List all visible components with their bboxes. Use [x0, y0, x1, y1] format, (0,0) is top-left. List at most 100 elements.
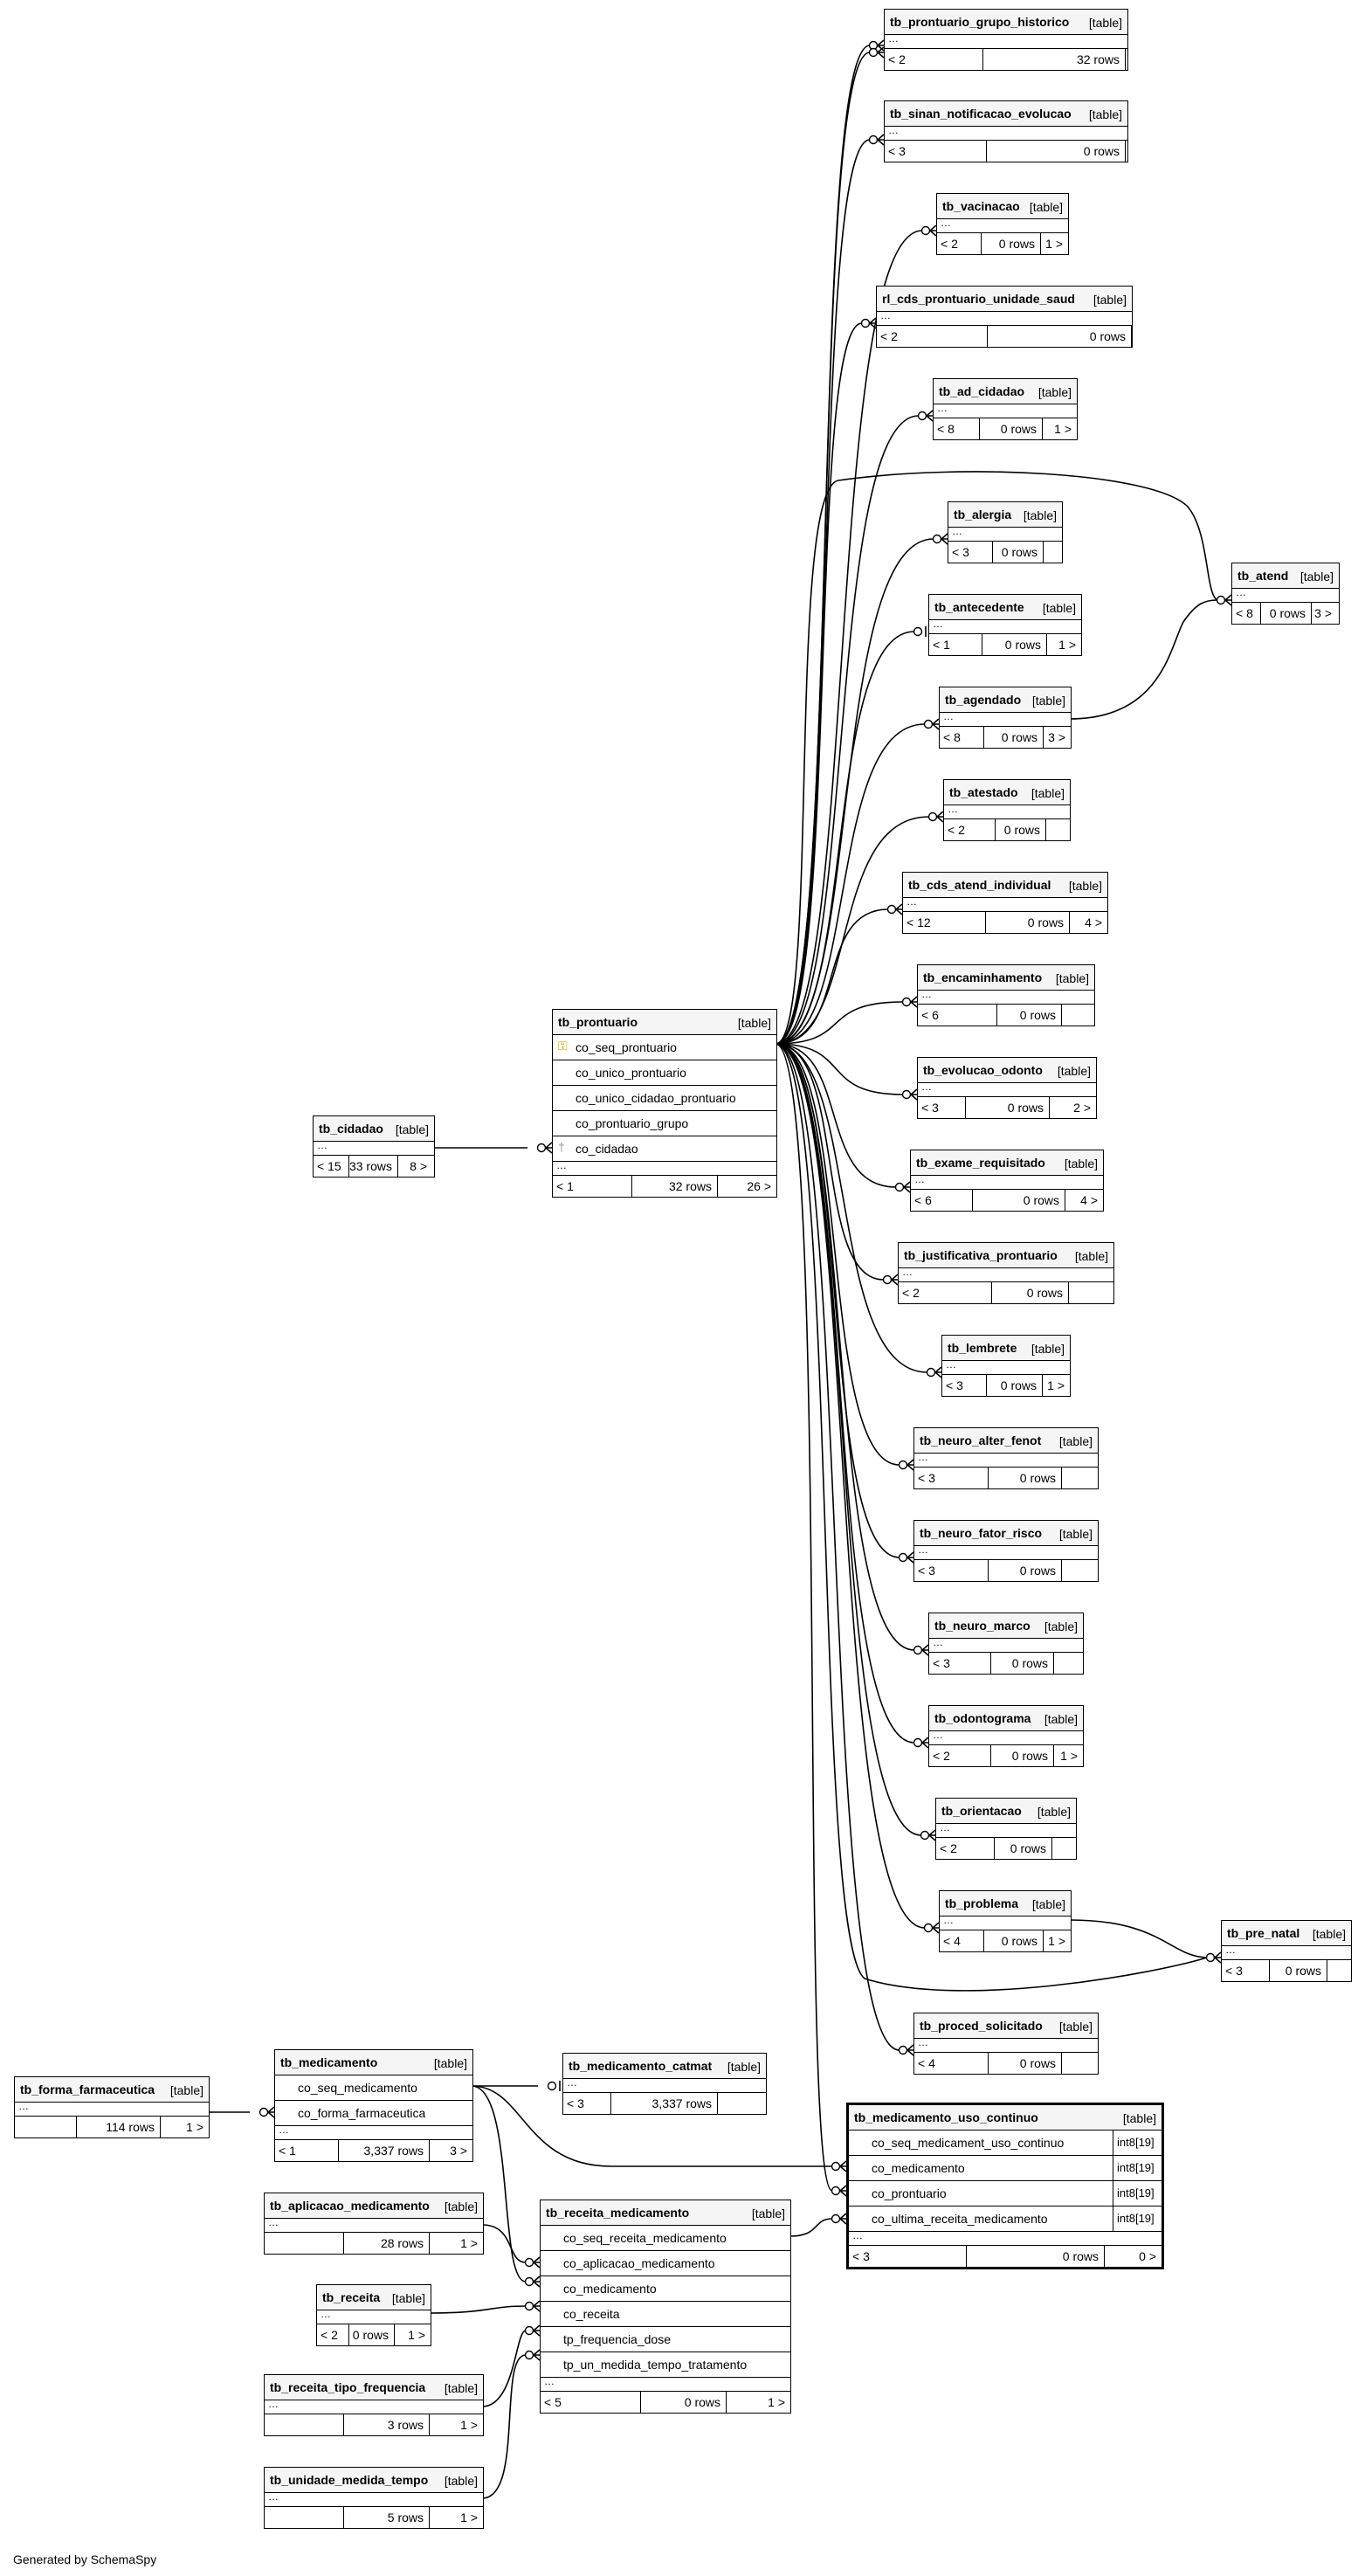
edge-receita-receita-med-crowfoot [533, 2300, 541, 2312]
table-tb_sinan_notificacao_evolucao[interactable]: tb_sinan_notificacao_evolucao[table]…< 3… [884, 100, 1128, 162]
column-row[interactable]: tp_un_medida_tempo_tratamento [541, 2352, 790, 2378]
row-count: 33 rows [348, 1159, 392, 1173]
column-row[interactable]: co_unico_cidadao_prontuario [553, 1086, 776, 1111]
table-header: tb_atestado[table] [944, 780, 1070, 805]
child-count: 4 > [1080, 1193, 1098, 1207]
column-row[interactable]: co_receita [541, 2302, 790, 2327]
child-count: 26 > [747, 1179, 771, 1193]
more-columns-ellipsis: … [929, 618, 1081, 634]
row-count: 0 rows [1023, 1193, 1059, 1207]
footer-divider [1043, 1930, 1044, 1951]
table-header: tb_receita_tipo_frequencia[table] [265, 2375, 483, 2400]
edge-prontuario-neuro_alter [775, 1043, 900, 1466]
table-tb_receita_tipo_frequencia[interactable]: tb_receita_tipo_frequencia[table]…3 rows… [264, 2374, 484, 2436]
column-row[interactable]: co_forma_farmaceutica [275, 2101, 472, 2126]
edge-prontuario-encaminhamento-crowfoot [910, 996, 918, 1008]
table-name: tb_pre_natal [1227, 1926, 1300, 1940]
column-row[interactable]: co_unico_prontuario [553, 1060, 776, 1086]
edge-prontuario-grupo_hist-optional-marker [868, 47, 879, 58]
row-count: 0 rows [1285, 1964, 1321, 1978]
column-row[interactable]: co_aplicacao_medicamento [541, 2251, 790, 2276]
footer-divider [988, 2053, 989, 2074]
footer-divider [1043, 727, 1044, 748]
table-header: tb_antecedente[table] [929, 595, 1081, 620]
table-type-label: [table] [444, 2474, 478, 2488]
table-name: tb_receita_medicamento [546, 2206, 690, 2220]
table-tb_medicamento_uso_continuo[interactable]: tb_medicamento_uso_continuo[table]co_seq… [846, 2103, 1164, 2269]
column-row[interactable]: co_seq_receita_medicamento [541, 2226, 790, 2251]
column-row[interactable]: tp_frequencia_dose [541, 2327, 790, 2352]
footer-divider [429, 2507, 430, 2528]
column-row[interactable]: co_seq_medicamento [275, 2075, 472, 2101]
column-row[interactable]: co_prontuario_grupo [553, 1111, 776, 1136]
table-tb_prontuario_grupo_historico[interactable]: tb_prontuario_grupo_historico[table]…< 2… [884, 9, 1128, 71]
edge-prontuario-justificativa-optional-marker [882, 1274, 893, 1285]
footer-divider [990, 1745, 991, 1766]
more-columns-ellipsis: … [914, 1452, 1098, 1468]
column-row[interactable]: ⚿co_seq_prontuario [553, 1035, 776, 1060]
table-type-label: [table] [1057, 1064, 1091, 1078]
column-row[interactable]: †co_cidadao [553, 1136, 776, 1162]
parent-count: < 2 [933, 1749, 950, 1763]
footer-divider [429, 2414, 430, 2435]
parent-count: < 2 [880, 329, 898, 343]
row-count: 0 rows [998, 237, 1035, 251]
child-count [1125, 49, 1130, 70]
row-count: 0 rows [1003, 823, 1040, 837]
edge-prontuario-cds_atend-optional-marker [886, 904, 897, 915]
table-type-label: [table] [1037, 1805, 1071, 1819]
child-count: 1 > [1045, 237, 1063, 251]
table-rl_cds_prontuario_unidade_saud[interactable]: rl_cds_prontuario_unidade_saud[table]…< … [876, 286, 1133, 348]
row-count: 0 rows [352, 2328, 389, 2342]
footer-divider [988, 1560, 989, 1581]
table-name: tb_evolucao_odonto [923, 1063, 1043, 1077]
footer-divider [979, 418, 980, 439]
row-count: 3,337 rows [363, 2144, 424, 2158]
child-count [1125, 141, 1130, 162]
column-row[interactable]: co_medicamento [541, 2276, 790, 2302]
column-name: co_receita [563, 2307, 620, 2321]
table-tb_receita_medicamento[interactable]: tb_receita_medicamento[table]co_seq_rece… [540, 2200, 791, 2414]
table-header: tb_problema[table] [940, 1891, 1071, 1916]
parent-count: < 5 [544, 2395, 562, 2409]
table-type-label: [table] [1031, 1342, 1065, 1356]
child-count [1053, 1653, 1083, 1674]
edge-cidadao-prontuario-optional-marker [536, 1143, 547, 1153]
